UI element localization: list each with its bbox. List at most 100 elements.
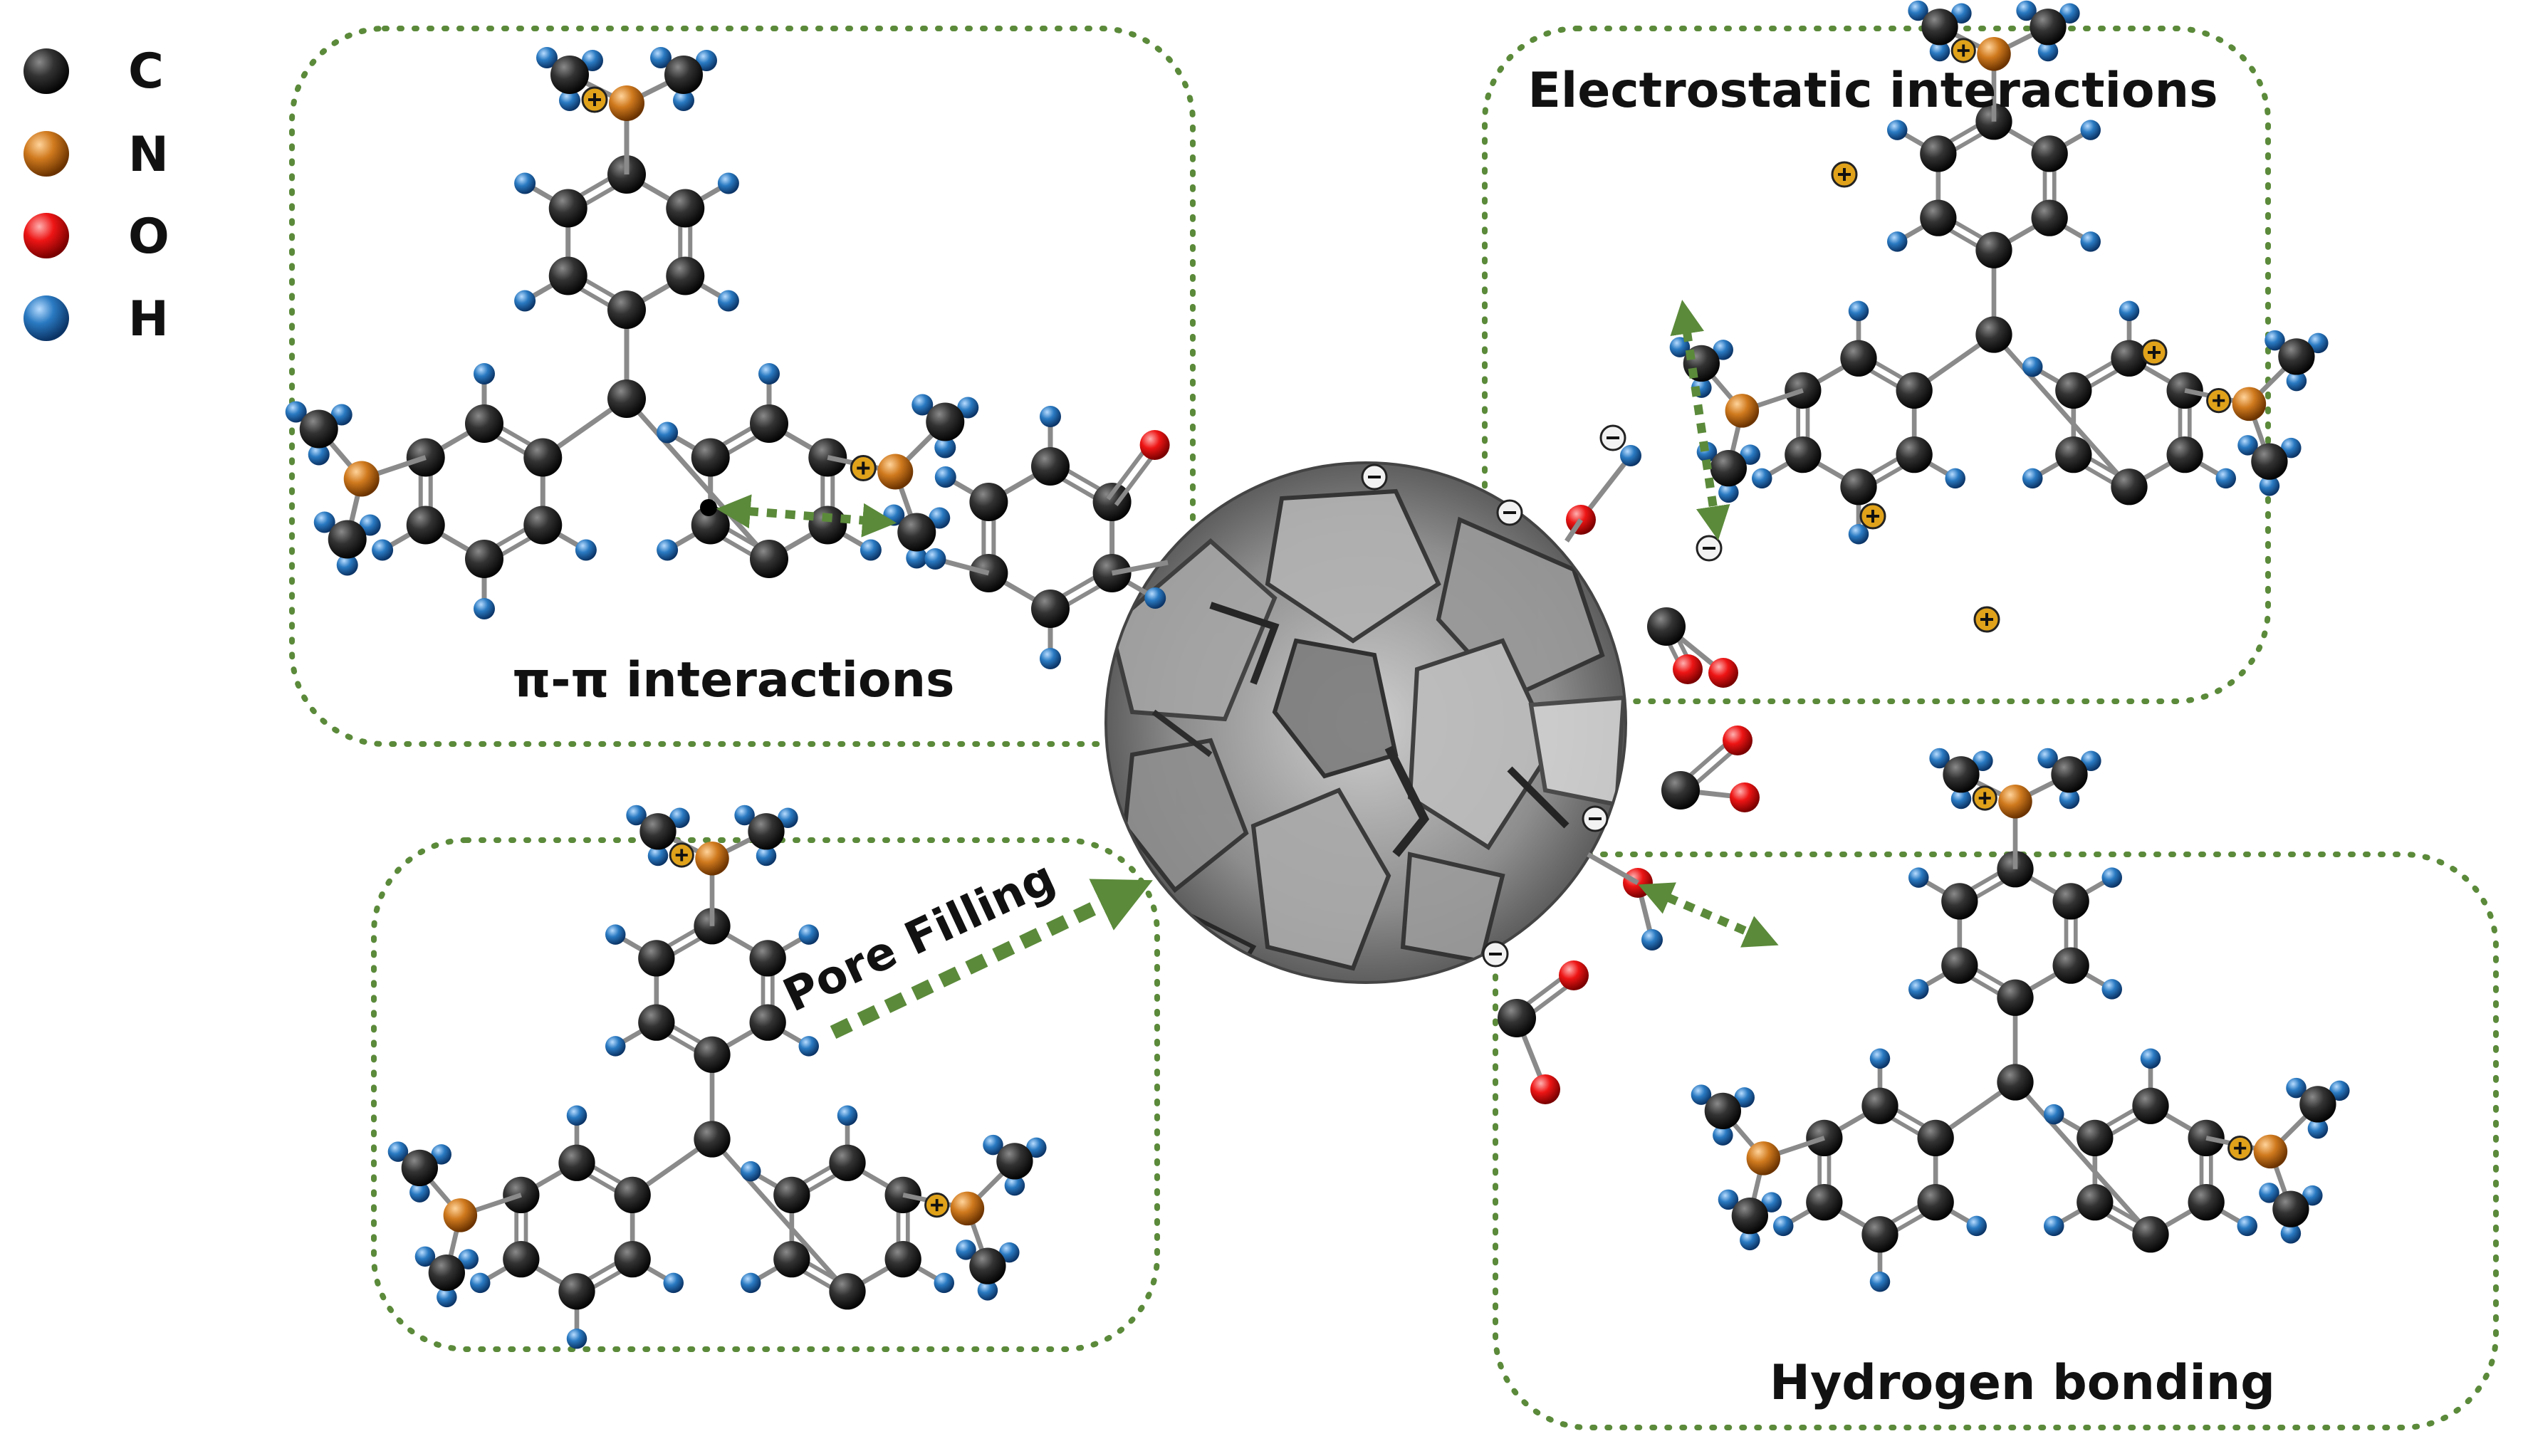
hydrogen-atom [1887, 120, 1908, 140]
carbon-atom [1941, 947, 1978, 984]
hydrogen-atom [1740, 1230, 1760, 1251]
oxygen-atom [1559, 960, 1589, 990]
positive-charge-icon [2206, 388, 2232, 414]
carbon-atom [2055, 372, 2092, 409]
carbon-atom [691, 438, 730, 477]
carbon-atom [1785, 372, 1822, 409]
carbon-atom [1710, 449, 1747, 487]
hydrogen-atom [285, 401, 307, 423]
oxygen-atom-icon [23, 213, 69, 258]
hydrogen-atom [2080, 231, 2101, 252]
carbon-atom [1921, 9, 1958, 46]
hydrogen-atom [605, 1036, 626, 1057]
nitrogen-atom [1977, 36, 2011, 71]
hydrogen-atom [2140, 1048, 2161, 1069]
hydrogen-atom [1887, 231, 1908, 252]
hydrogen-atom [1951, 3, 1972, 23]
positive-charge-icon [1859, 503, 1886, 530]
carbon-atom [503, 1176, 540, 1214]
carbon-atom [1731, 1197, 1768, 1235]
nitrogen-atom [950, 1191, 985, 1226]
carbon-atom [1975, 316, 2012, 353]
carbon-atom [1997, 851, 2034, 888]
single-bond [710, 1137, 850, 1293]
hydrogen-atom [934, 466, 956, 488]
hydrogen-atom [924, 548, 946, 570]
hydrogen-atom [582, 50, 603, 71]
carbon-atom [503, 1240, 540, 1278]
positive-charge-icon [924, 1193, 950, 1218]
nitrogen-atom [1725, 394, 1760, 428]
carbon-atom [1997, 979, 2034, 1016]
carbon-atom [1840, 468, 1877, 506]
hydrogen-atom [696, 50, 717, 71]
carbon-atom [2077, 1119, 2114, 1157]
carbon-atom [638, 1004, 675, 1041]
hydrogen-atom [663, 1272, 684, 1294]
carbon-atom [607, 290, 646, 329]
carbon-atom [969, 483, 1008, 521]
carbon-atom [1031, 447, 1070, 486]
hydrogen-atom [1144, 587, 1166, 609]
carbon-atom [773, 1240, 810, 1278]
panel-electrostatic [1482, 26, 2271, 704]
carbon-atom [2052, 883, 2089, 920]
hydrogen-atom [2329, 1080, 2350, 1101]
carbon-atom [884, 1240, 921, 1278]
hydrogen-atom [359, 514, 381, 536]
hydrogen-atom [717, 290, 739, 312]
hydrogen-atom [2259, 1183, 2279, 1203]
carbon-atom [1941, 883, 1978, 920]
dye-molecule-pi-pi [285, 47, 979, 619]
hydrogen-atom [999, 1242, 1020, 1263]
carbon-atom [664, 56, 703, 94]
nitrogen-atom-icon [23, 131, 69, 177]
hydrogen-atom [2059, 3, 2080, 23]
carbon-atom [558, 1273, 595, 1310]
hydrogen-atom [2037, 41, 2059, 62]
hydrogen-atom [1040, 406, 1061, 427]
pi-center-dot [700, 499, 717, 516]
positive-charge-icon [1950, 38, 1976, 63]
carbon-atom [2251, 443, 2288, 480]
hydrogen-atom [956, 1240, 976, 1260]
dye-molecule-electrostatic [1669, 0, 2329, 545]
carbon-atom [1997, 1064, 2034, 1101]
hydrogen-atom [1973, 750, 1993, 771]
carbon-atom [548, 256, 587, 295]
hydrogen-atom [778, 807, 798, 828]
positive-charge-icon [1972, 785, 1997, 811]
hydrogen-atom [977, 1280, 998, 1301]
hydrogen-atom [2080, 120, 2101, 140]
hydrogen-atom [2307, 1118, 2329, 1139]
hydrogen-atom [458, 1249, 479, 1269]
hydrogen-atom [372, 539, 394, 561]
carbon-atom [750, 540, 788, 578]
hydrogen-atom [1966, 1215, 1987, 1237]
carbon-atom [465, 540, 503, 578]
hydrogen-atom [2237, 1215, 2257, 1237]
hydrogen-atom [734, 805, 755, 826]
hydrogen-atom [1929, 748, 1950, 769]
hydrogen-atom [756, 845, 777, 866]
pi-pi-label: π-π interactions [513, 652, 955, 708]
legend-label-o: O [128, 209, 169, 265]
hydrogen-atom [605, 924, 626, 945]
carbon-atom [1092, 483, 1132, 521]
oxygen-atom [1673, 654, 1703, 684]
single-bond [2013, 1080, 2153, 1236]
carbon-atom [1917, 1183, 1954, 1221]
panel-pi-pi [289, 26, 1196, 747]
carbon-atom [1647, 607, 1686, 646]
hydrogen-atom [2302, 1185, 2323, 1206]
hydrogen-atom [669, 807, 690, 828]
hydrogen-atom [860, 539, 882, 561]
nitrogen-atom [695, 842, 729, 876]
hydrogen-atom [2308, 332, 2329, 354]
negative-charge-icon [1482, 941, 1509, 968]
hydrogen-atom [1761, 1192, 1782, 1213]
carbon-atom [996, 1143, 1033, 1180]
hydrogen-atom [2022, 468, 2043, 489]
carbon-atom [1840, 340, 1877, 377]
